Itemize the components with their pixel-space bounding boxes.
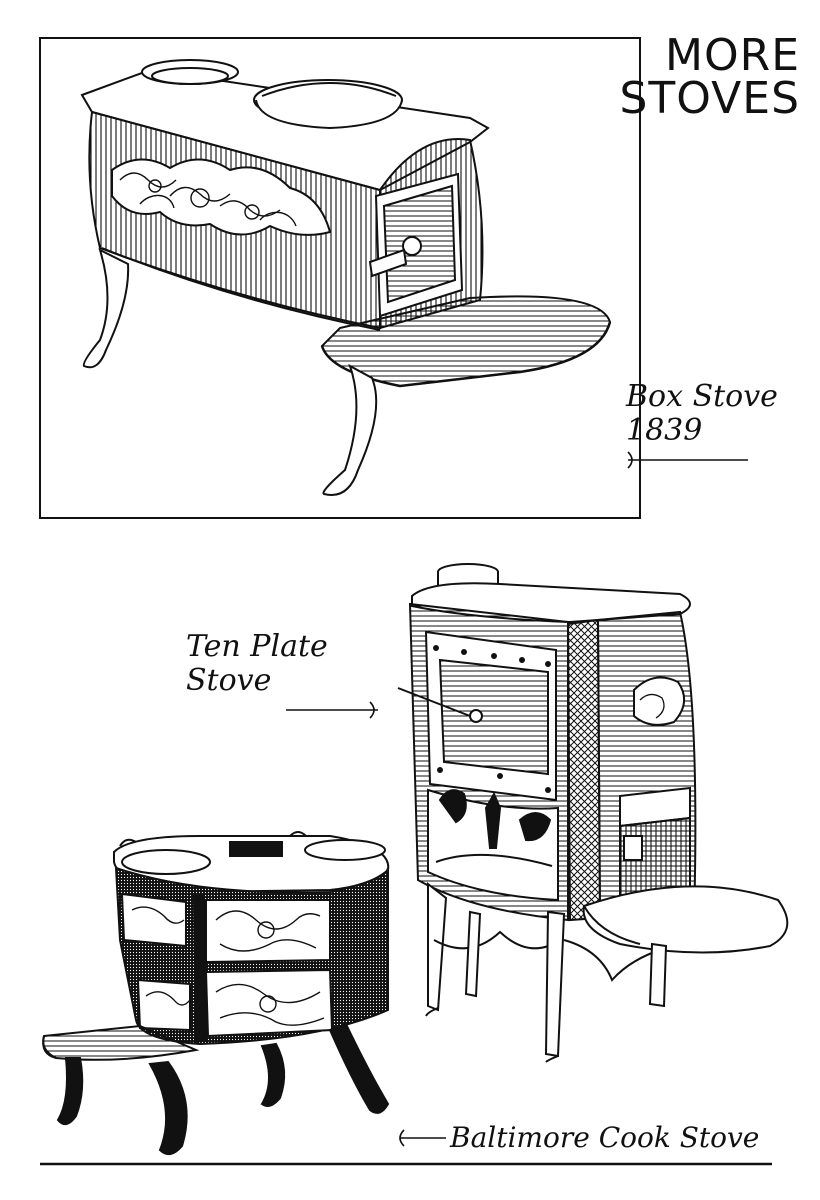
ten-plate-stove-illustration [397,563,789,1063]
title-block: MORE STOVES [619,34,800,125]
caption-pointers [286,451,748,1147]
box-stove-illustration [80,59,612,496]
page-title: MORE STOVES [619,34,800,125]
ten-plate-stove-caption: Ten Plate Stove [186,629,328,698]
baltimore-cook-stove-caption: Baltimore Cook Stove [450,1121,760,1154]
box-stove-caption: Box Stove 1839 [626,379,778,448]
baltimore-cook-stove-illustration [42,831,390,1156]
box-stove-frame [39,37,641,519]
